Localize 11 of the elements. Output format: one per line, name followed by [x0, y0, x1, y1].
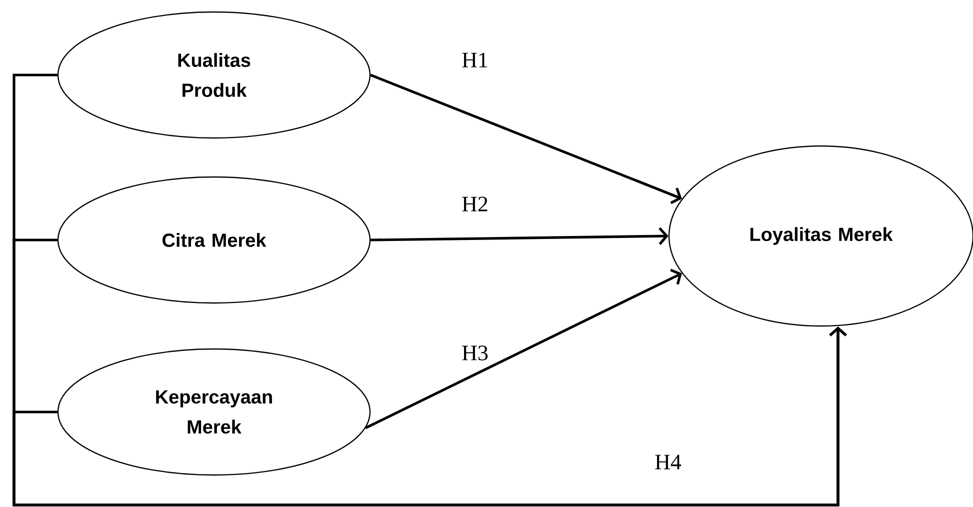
edge-label: H1 — [462, 52, 488, 68]
arrow — [365, 268, 682, 430]
arrow — [370, 227, 668, 245]
ellipse-node: Kepercayaan Merek — [57, 348, 371, 476]
edge-label: H2 — [462, 196, 488, 212]
edge-label: H4 — [655, 454, 682, 470]
edge-label: H3 — [462, 346, 488, 360]
ellipse-node: Citra Merek — [57, 176, 371, 304]
arrow — [12, 326, 847, 506]
ellipse-node: Kualitas Produk — [57, 11, 371, 139]
arrow — [370, 74, 682, 204]
